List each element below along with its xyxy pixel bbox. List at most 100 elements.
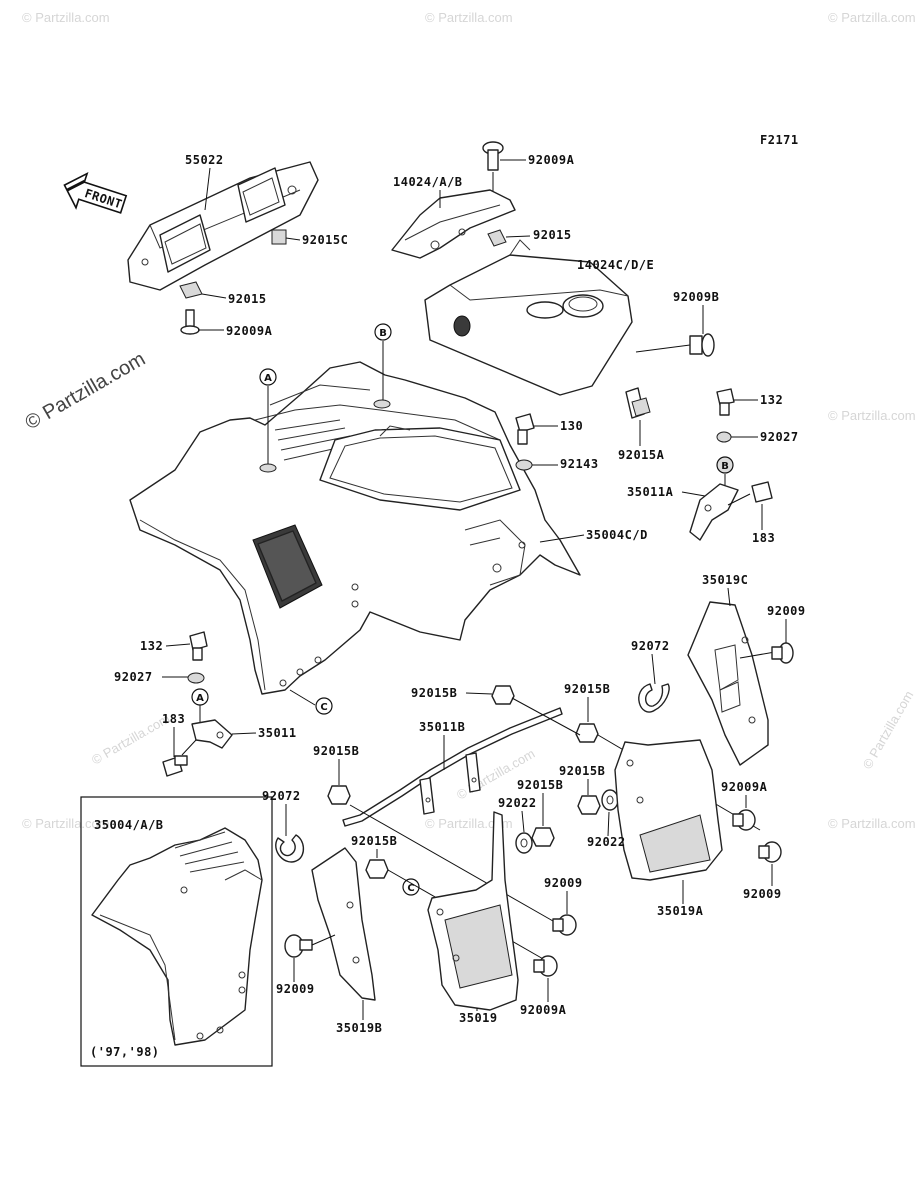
washer-92022-2 <box>601 789 619 811</box>
label-183-left: 183 <box>162 712 185 726</box>
bolt-92009a-top <box>482 141 504 171</box>
clamp-92072-left <box>275 834 305 863</box>
label-55022: 55022 <box>185 153 224 167</box>
label-132-right: 132 <box>760 393 783 407</box>
nut-92015b-5 <box>531 827 555 847</box>
bolt-92009-r2 <box>758 841 782 863</box>
label-92072-left: 92072 <box>262 789 301 803</box>
callout-b-top: B <box>374 323 392 400</box>
bolt-132-left <box>189 631 208 661</box>
label-35004: 35004/A/B <box>94 818 164 832</box>
callout-a-top: A <box>259 368 277 464</box>
nut-92015b-4 <box>577 795 601 815</box>
front-direction-arrow: FRONT <box>63 171 128 214</box>
label-35011: 35011 <box>258 726 297 740</box>
callout-c-left-label: C <box>320 702 327 713</box>
label-130: 130 <box>560 419 583 433</box>
part-35019c-flap <box>687 601 769 766</box>
bolt-92009a-left <box>180 309 200 335</box>
callout-c-bottom-label: C <box>407 883 414 894</box>
bolt-92009-c <box>552 914 577 936</box>
label-92015c: 92015C <box>302 233 348 247</box>
label-92027-right: 92027 <box>760 430 799 444</box>
clamp-92072-right <box>638 683 670 713</box>
bolt-183-left <box>162 755 188 777</box>
nut-92015b-6 <box>365 859 389 879</box>
clip-92015-top <box>487 229 507 247</box>
part-35019-mudflap <box>427 811 519 1011</box>
clip-92015c <box>271 229 287 245</box>
watermark-mid-right: © Partzilla.com <box>828 408 916 423</box>
bolt-92009-l <box>284 934 336 958</box>
callout-b-right-label: B <box>721 461 729 472</box>
inset-variant-box <box>80 796 273 1067</box>
label-35004c: 35004C/D <box>586 528 648 542</box>
watermark-top-center: © Partzilla.com <box>425 10 513 25</box>
callout-b-top-label: B <box>379 328 387 339</box>
inset-note: ('97,'98) <box>90 1045 160 1059</box>
callout-c-bottom: C <box>402 878 420 896</box>
callout-a-left-label: A <box>196 693 204 704</box>
label-92009a-right: 92009A <box>721 780 768 794</box>
label-14024c: 14024C/D/E <box>577 258 654 272</box>
watermark-mid-center: © Partzilla.com <box>425 816 513 831</box>
callout-a-left: A <box>191 688 209 725</box>
bolt-92009a-b <box>533 955 558 977</box>
label-92009a-b: 92009A <box>520 1003 567 1017</box>
watermark-top-right: © Partzilla.com <box>828 10 916 25</box>
watermark-mid-right2: © Partzilla.com <box>828 816 916 831</box>
label-92009a-top: 92009A <box>528 153 575 167</box>
label-92015a: 92015A <box>618 448 665 462</box>
label-92009-r1: 92009 <box>767 604 806 618</box>
part-labels: 55022 92015C 92015 92009A 92009A 14024/A… <box>94 153 806 1035</box>
watermark-mid-left: © Partzilla.com <box>22 816 110 831</box>
washer-92022-1 <box>515 832 533 854</box>
part-35019a-mudflap <box>614 739 723 881</box>
label-92009a-left: 92009A <box>226 324 273 338</box>
bolt-92009a-right <box>732 809 756 831</box>
label-92009-r2: 92009 <box>743 887 782 901</box>
label-92015b-4: 92015B <box>559 764 605 778</box>
label-92015b-3: 92015B <box>313 744 359 758</box>
bolt-132-right <box>716 388 735 416</box>
nut-92015b-1 <box>491 685 515 705</box>
label-92022-1: 92022 <box>498 796 537 810</box>
bolt-130 <box>515 413 535 445</box>
label-92015b-5: 92015B <box>517 778 563 792</box>
part-35004-inset-fender <box>91 827 263 1046</box>
grommet-92143 <box>515 459 533 471</box>
label-183-right: 183 <box>752 531 775 545</box>
label-35019c: 35019C <box>702 573 748 587</box>
bar-35011b <box>342 707 563 827</box>
bolt-92009-r1 <box>739 642 794 664</box>
callout-c-left: C <box>289 689 333 715</box>
label-92009b: 92009B <box>673 290 719 304</box>
label-92015b-6: 92015B <box>351 834 397 848</box>
bolt-92009b <box>635 333 715 357</box>
callout-a-top-label: A <box>264 373 272 384</box>
nut-92015b-3 <box>327 785 351 805</box>
label-92015-left: 92015 <box>228 292 267 306</box>
part-35019b-flap <box>311 847 376 1001</box>
watermark-large-diagonal: © Partzilla.com <box>22 348 150 434</box>
label-92022-2: 92022 <box>587 835 626 849</box>
label-132-left: 132 <box>140 639 163 653</box>
clip-92015-left <box>179 281 203 299</box>
part-35004c-main-fender <box>129 361 581 695</box>
part-14024-cover <box>391 189 516 259</box>
watermark-diag-small-1: © Partzilla.com <box>89 711 172 768</box>
washer-92027-right <box>716 431 732 443</box>
bracket-35011a <box>689 481 773 541</box>
watermark-diag-small-3: © Partzilla.com <box>860 688 916 771</box>
label-92009-l: 92009 <box>276 982 315 996</box>
label-92143: 92143 <box>560 457 599 471</box>
callout-b-right: B <box>716 456 734 490</box>
nut-92015b-2 <box>575 723 599 743</box>
watermark-top-left: © Partzilla.com <box>22 10 110 25</box>
label-35011b: 35011B <box>419 720 465 734</box>
part-14024c-storage-cover <box>424 239 633 396</box>
label-35019b: 35019B <box>336 1021 382 1035</box>
washer-92027-left <box>187 672 205 684</box>
label-35019: 35019 <box>459 1011 498 1025</box>
